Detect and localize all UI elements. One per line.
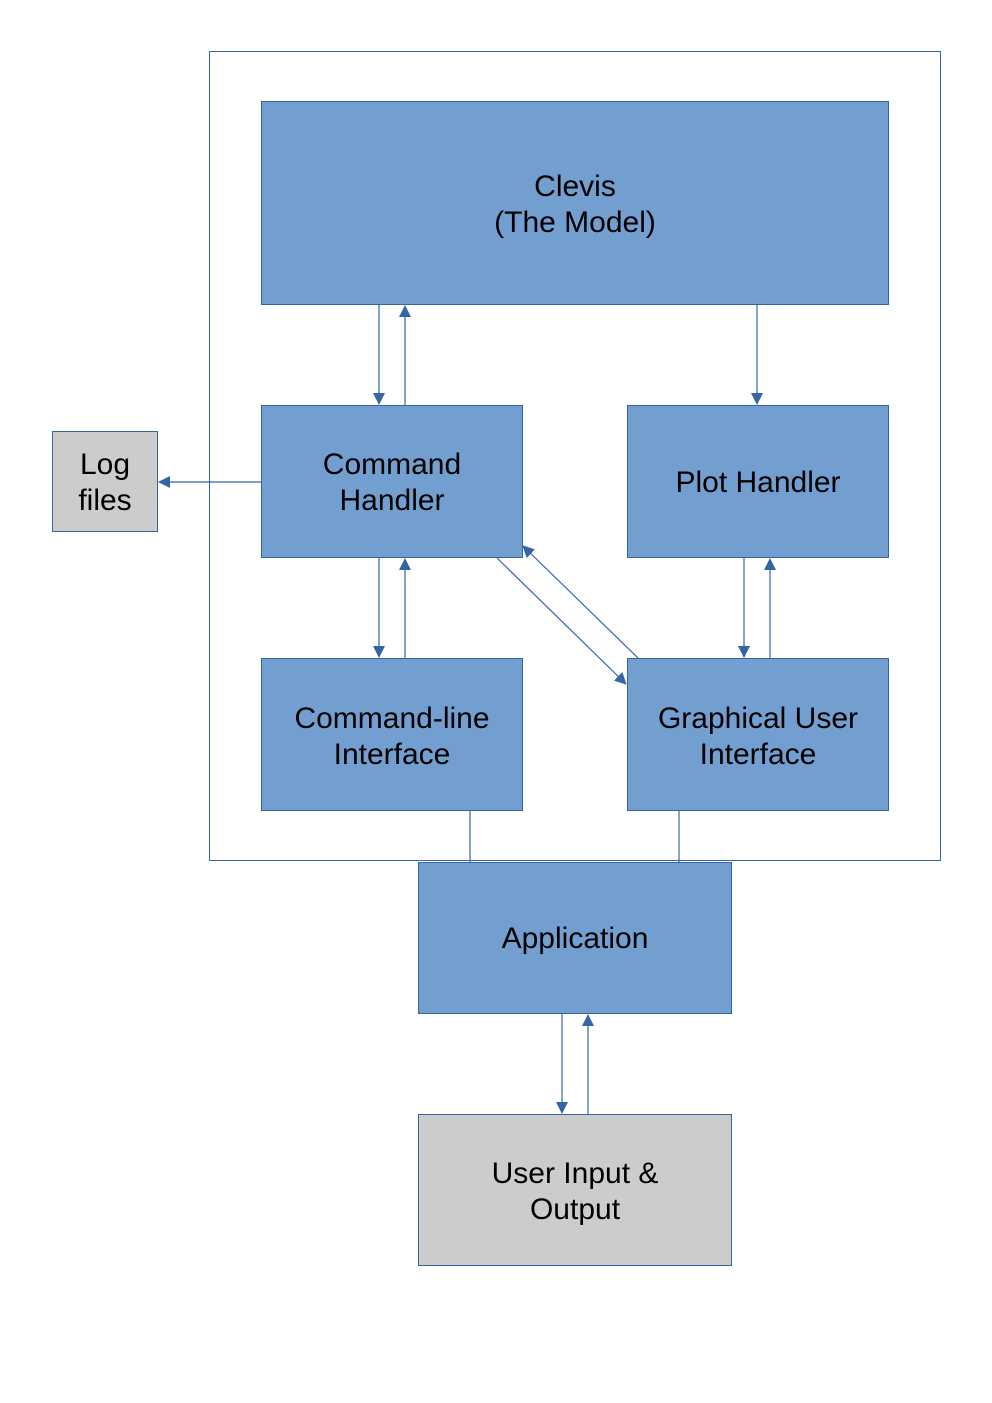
user-io-label-line1: User Input & [492, 1157, 659, 1190]
gui-label-line1: Graphical User [658, 702, 858, 735]
log-files-label-line1: Log [80, 448, 130, 481]
cli-label-line1: Command-line [294, 702, 489, 735]
arrow-command-handler-to-gui [496, 557, 627, 685]
clevis-label-line1: Clevis [534, 170, 616, 203]
system-boundary [209, 51, 941, 861]
user-io-label-line2: Output [530, 1193, 621, 1226]
log-files-label-line2: files [78, 484, 131, 517]
command-handler-label-line1: Command [323, 448, 461, 481]
plot-handler-node: Plot Handler [627, 405, 889, 558]
user-io-node: User Input & Output [418, 1114, 732, 1266]
command-handler-node: Command Handler [261, 405, 523, 558]
clevis-label-line2: (The Model) [494, 206, 656, 239]
plot-handler-label: Plot Handler [675, 466, 840, 499]
application-label: Application [502, 922, 649, 955]
connectors [158, 305, 776, 1114]
log-files-node: Log files [52, 431, 158, 532]
arrow-gui-to-command-handler [522, 545, 639, 659]
command-handler-label-line2: Handler [339, 484, 444, 517]
gui-label-line2: Interface [700, 738, 817, 771]
application-node: Application [418, 862, 732, 1014]
cli-node: Command-line Interface [261, 658, 523, 811]
cli-label-line2: Interface [334, 738, 451, 771]
gui-node: Graphical User Interface [627, 658, 889, 811]
clevis-node: Clevis (The Model) [261, 101, 889, 305]
